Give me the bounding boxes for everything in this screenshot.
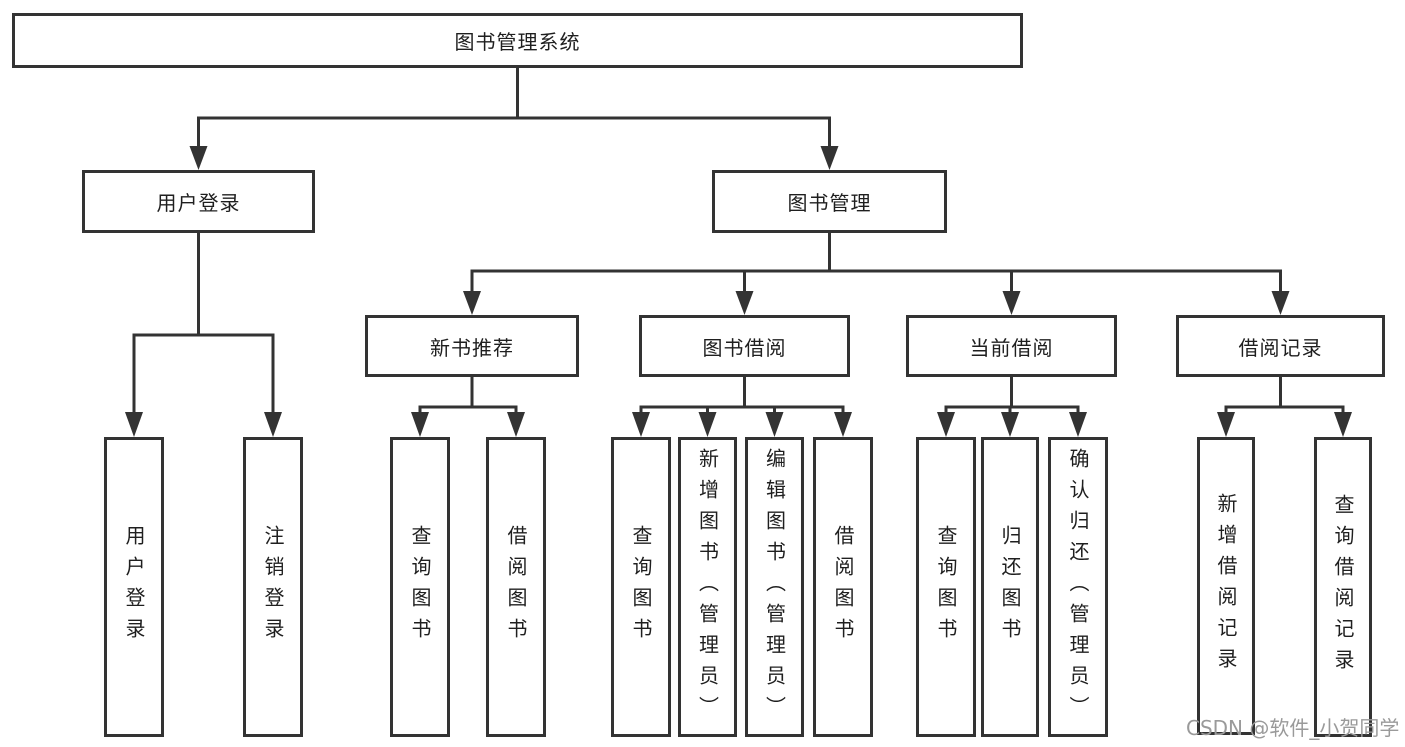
node-label: 新书推荐 bbox=[430, 335, 514, 360]
node-label: 确认归还（管理员） bbox=[1066, 447, 1090, 727]
node-label: 用户登录 bbox=[156, 191, 241, 215]
node-label: 借阅记录 bbox=[1238, 335, 1323, 360]
leaf-query-books-recommend: 查询图书 bbox=[390, 437, 450, 737]
leaf-add-book-admin: 新增图书（管理员） bbox=[678, 437, 737, 737]
node-label: 图书管理系统 bbox=[454, 30, 581, 54]
node-current-borrowing: 当前借阅 bbox=[906, 315, 1117, 377]
leaf-query-books-borrowing: 查询图书 bbox=[611, 437, 671, 737]
leaf-confirm-return-admin: 确认归还（管理员） bbox=[1048, 437, 1108, 737]
node-book-borrowing: 图书借阅 bbox=[639, 315, 850, 377]
leaf-logout: 注销登录 bbox=[243, 437, 303, 737]
node-borrowing-records: 借阅记录 bbox=[1176, 315, 1385, 377]
node-label: 当前借阅 bbox=[969, 335, 1054, 360]
node-label: 图书管理 bbox=[787, 191, 872, 215]
node-label: 注销登录 bbox=[261, 525, 285, 649]
leaf-add-borrow-record: 新增借阅记录 bbox=[1197, 437, 1255, 735]
leaf-return-book: 归还图书 bbox=[981, 437, 1039, 737]
node-label: 借阅图书 bbox=[831, 525, 855, 649]
node-root-library-system: 图书管理系统 bbox=[12, 13, 1023, 68]
leaf-query-borrow-record: 查询借阅记录 bbox=[1314, 437, 1372, 737]
node-label: 图书借阅 bbox=[702, 335, 787, 360]
csdn-watermark: CSDN @软件_小贺同学 bbox=[1186, 716, 1400, 740]
node-user-login: 用户登录 bbox=[82, 170, 315, 233]
leaf-borrow-books-borrowing: 借阅图书 bbox=[813, 437, 873, 737]
node-label: 编辑图书（管理员） bbox=[762, 447, 787, 727]
leaf-query-books-current: 查询图书 bbox=[916, 437, 976, 737]
node-label: 新增图书（管理员） bbox=[695, 447, 720, 727]
node-label: 查询图书 bbox=[934, 525, 958, 649]
node-label: 查询借阅记录 bbox=[1331, 494, 1355, 680]
leaf-borrow-books-recommend: 借阅图书 bbox=[486, 437, 546, 737]
node-new-book-recommend: 新书推荐 bbox=[365, 315, 579, 377]
node-book-management: 图书管理 bbox=[712, 170, 947, 233]
node-label: 查询图书 bbox=[408, 525, 432, 649]
node-label: 用户登录 bbox=[122, 525, 146, 649]
node-label: 归还图书 bbox=[998, 525, 1022, 649]
node-label: 借阅图书 bbox=[504, 525, 528, 649]
leaf-user-login: 用户登录 bbox=[104, 437, 164, 737]
node-label: 查询图书 bbox=[629, 525, 653, 649]
leaf-edit-book-admin: 编辑图书（管理员） bbox=[745, 437, 804, 737]
node-label: 新增借阅记录 bbox=[1214, 493, 1238, 679]
